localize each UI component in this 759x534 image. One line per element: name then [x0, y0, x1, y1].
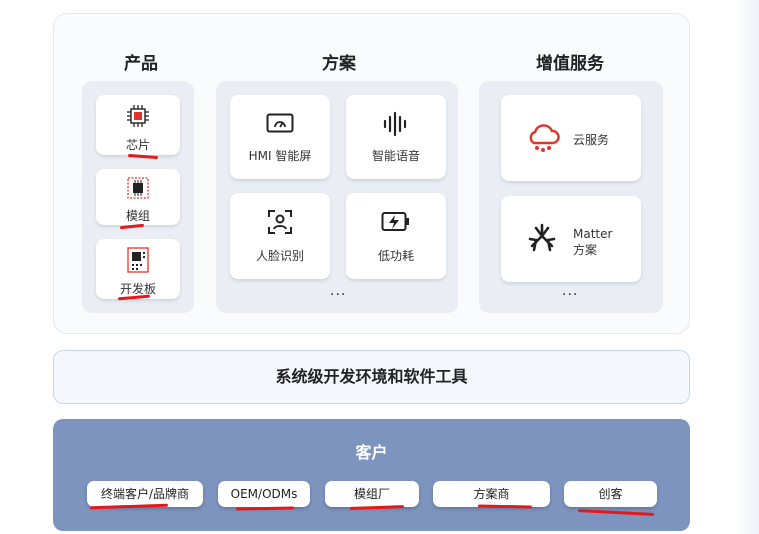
services-more: ...: [562, 283, 579, 299]
product-card-module[interactable]: 模组: [96, 169, 180, 225]
cloud-service-label: 云服务: [573, 133, 610, 147]
chip-label: 芯片: [125, 138, 150, 152]
customer-pill-solution-provider[interactable]: 方案商: [433, 481, 550, 507]
solution-card-voice[interactable]: 智能语音: [346, 95, 446, 179]
customer-pill-brand[interactable]: 终端客户/品牌商: [87, 481, 203, 507]
service-card-cloud[interactable]: 云服务: [501, 95, 641, 181]
voice-label: 智能语音: [371, 149, 420, 163]
customer-pill-module-maker[interactable]: 模组厂: [325, 481, 419, 507]
solution-card-low-power[interactable]: 低功耗: [346, 193, 446, 279]
dev-board-label: 开发板: [119, 282, 156, 296]
solutions-title: 方案: [322, 54, 356, 74]
services-title: 增值服务: [536, 54, 604, 74]
face-recognition-icon: [268, 210, 292, 234]
product-card-chip[interactable]: 芯片: [96, 95, 180, 155]
customers-title: 客户: [355, 443, 388, 462]
matter-logo-icon: [528, 223, 556, 252]
module-label: 模组: [125, 209, 150, 223]
customer-pill-maker[interactable]: 创客: [564, 481, 657, 507]
smart-screen-icon: [266, 113, 294, 133]
matter-label-line2: 方案: [573, 243, 598, 257]
low-power-label: 低功耗: [377, 249, 414, 263]
chip-icon: [127, 105, 149, 127]
solutions-more: ...: [330, 283, 347, 299]
dev-tools-bar: 系统级开发环境和软件工具: [53, 350, 690, 404]
solution-card-face[interactable]: 人脸识别: [230, 193, 330, 279]
solutions-panel: HMI 智能屏 智能语音 人脸识别: [216, 81, 458, 313]
services-panel: 云服务 Matter 方案 ...: [479, 81, 663, 313]
dev-board-icon: [127, 247, 149, 273]
product-card-dev-board[interactable]: 开发板: [96, 239, 180, 299]
customer-pill-oem-odm[interactable]: OEM/ODMs: [218, 481, 310, 507]
matter-label-line1: Matter: [573, 227, 613, 241]
low-power-battery-icon: [381, 212, 409, 231]
page-edge-shade: [735, 0, 759, 534]
voice-wave-icon: [383, 111, 407, 137]
products-title: 产品: [124, 54, 158, 74]
capabilities-container: 产品 方案 增值服务 芯片 模组: [53, 13, 690, 334]
cloud-service-icon: [529, 124, 560, 152]
solution-card-hmi[interactable]: HMI 智能屏: [230, 95, 330, 179]
products-panel: 芯片 模组 开发板: [82, 81, 194, 313]
module-icon: [127, 177, 149, 199]
hmi-label: HMI 智能屏: [248, 149, 312, 163]
customers-panel: 客户 终端客户/品牌商 OEM/ODMs 模组厂 方案商 创客: [53, 419, 690, 531]
face-label: 人脸识别: [255, 249, 304, 263]
service-card-matter[interactable]: Matter 方案: [501, 196, 641, 282]
